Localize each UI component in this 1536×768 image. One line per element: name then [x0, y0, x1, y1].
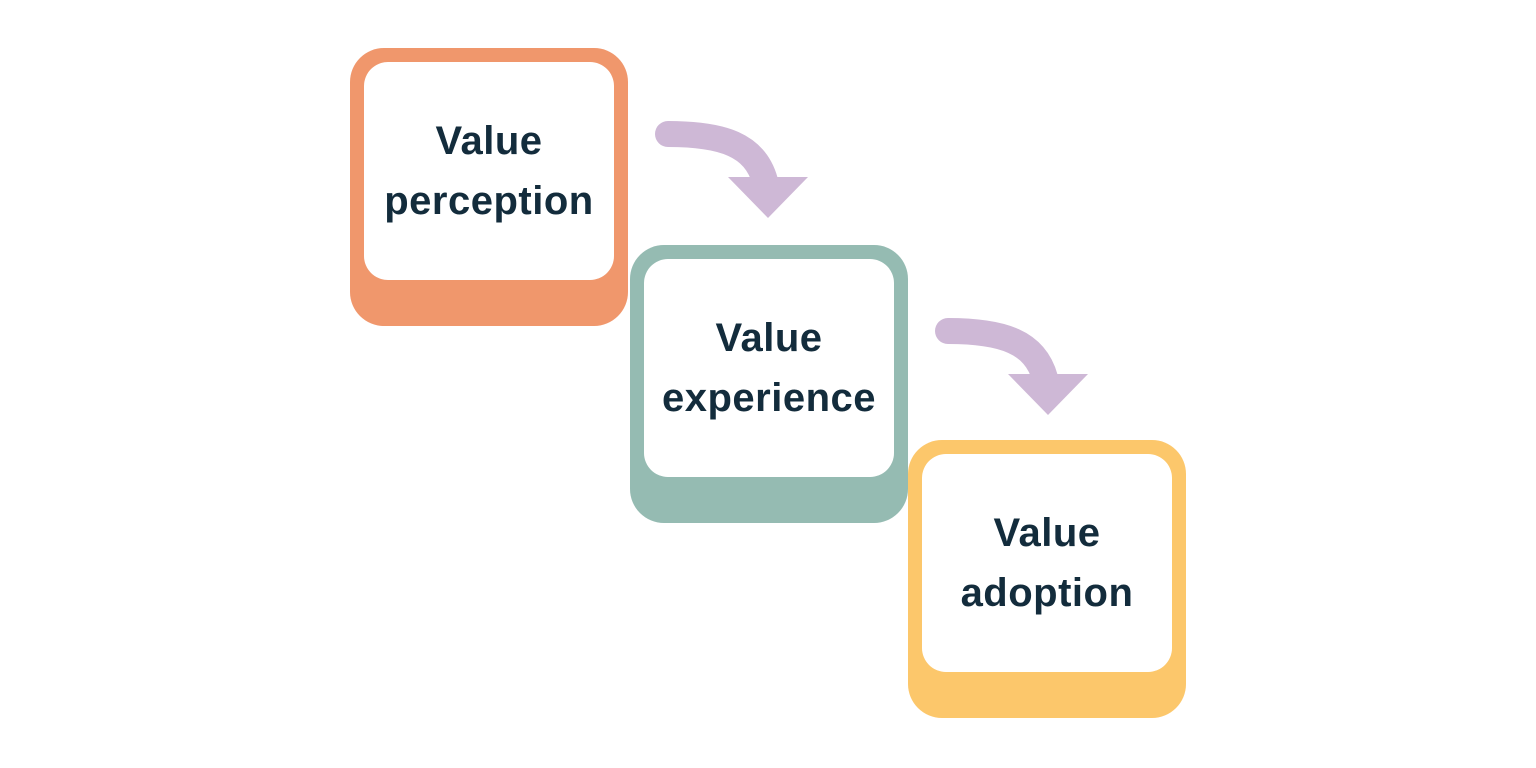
- step-value-perception: Value perception: [350, 48, 628, 326]
- step-label-line: perception: [384, 179, 594, 223]
- step-label: Value experience: [662, 308, 876, 428]
- curved-arrow-icon: [935, 318, 1088, 416]
- step-label-line: Value: [715, 316, 823, 360]
- step-label: Value adoption: [961, 503, 1134, 623]
- step-card: Value perception: [364, 62, 614, 280]
- step-value-adoption: Value adoption: [908, 440, 1186, 718]
- step-label-line: Value: [993, 511, 1101, 555]
- step-value-experience: Value experience: [630, 245, 908, 523]
- step-card: Value adoption: [922, 454, 1172, 672]
- step-card: Value experience: [644, 259, 894, 477]
- curved-arrow-icon: [655, 121, 808, 219]
- step-label: Value perception: [384, 111, 593, 231]
- step-label-line: experience: [661, 376, 877, 420]
- step-label-line: Value: [435, 119, 543, 163]
- step-label-line: adoption: [960, 571, 1134, 615]
